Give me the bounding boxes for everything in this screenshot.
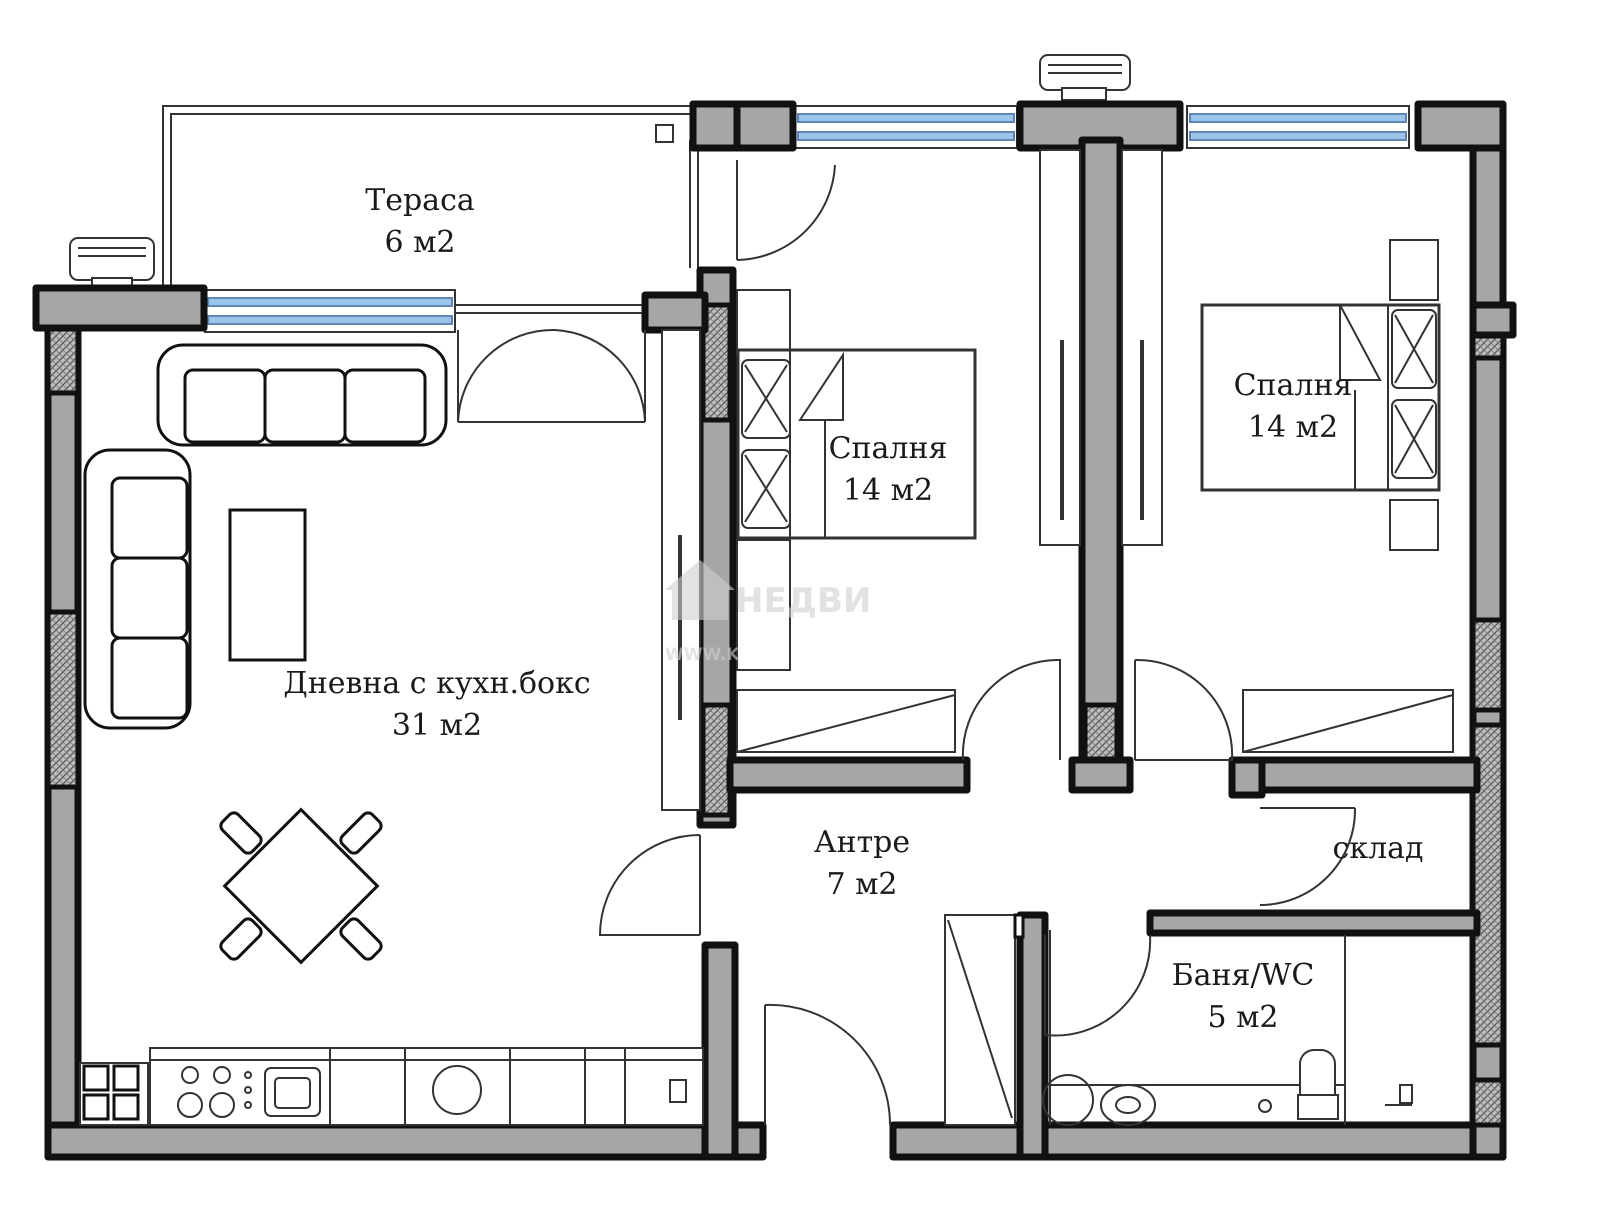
room-label-terrace: Тераса 6 м2 xyxy=(365,183,475,260)
window-living xyxy=(204,289,456,333)
ac-unit-left-icon xyxy=(69,237,155,291)
terrace-door-swing-left xyxy=(457,328,556,423)
room-name: склад xyxy=(1333,831,1424,866)
watermark-logo: НЕДВИ WWW.K xyxy=(665,560,871,665)
terrace-post xyxy=(655,124,674,143)
room-label-bedroom1: Спалня 14 м2 xyxy=(829,431,948,508)
room-area: 7 м2 xyxy=(826,867,897,902)
doors xyxy=(457,160,1357,1126)
window-bedroom2 xyxy=(1186,105,1410,149)
ac-unit-top-icon xyxy=(1039,54,1131,101)
wardrobe-bedroom1-icon xyxy=(661,329,956,811)
walls xyxy=(32,100,1517,1161)
bed-bedroom2-icon xyxy=(1200,239,1441,551)
room-area: 6 м2 xyxy=(384,225,455,260)
room-name: Антре xyxy=(814,825,910,860)
room-label-storage: склад xyxy=(1333,831,1424,866)
room-name: Спалня xyxy=(829,431,948,466)
bed-bedroom1-icon xyxy=(736,289,977,671)
wardrobe-bedroom2-icon xyxy=(1242,689,1454,753)
bathroom-fixtures-icon xyxy=(944,913,1413,1126)
room-label-bedroom2: Спалня 14 м2 xyxy=(1234,368,1353,445)
room-label-hall: Антре 7 м2 xyxy=(814,825,910,902)
room-area: 14 м2 xyxy=(843,473,933,508)
room-name: Тераса xyxy=(365,183,475,218)
dining-table-icon xyxy=(219,807,383,965)
room-name: Баня/WC xyxy=(1172,958,1315,993)
terrace-door-frame-sides xyxy=(457,330,646,422)
room-area: 31 м2 xyxy=(392,708,482,743)
window-bedroom1 xyxy=(794,105,1018,149)
room-area: 14 м2 xyxy=(1248,410,1338,445)
room-name: Спалня xyxy=(1234,368,1353,403)
sofa-icon xyxy=(83,343,448,730)
room-area: 5 м2 xyxy=(1207,1000,1278,1035)
coffee-table xyxy=(228,508,307,662)
terrace-door-frame xyxy=(455,304,648,314)
room-label-living: Дневна с кухн.бокс 31 м2 xyxy=(283,666,590,743)
watermark-line1: НЕДВИ xyxy=(735,581,871,621)
room-name: Дневна с кухн.бокс xyxy=(283,666,590,701)
kitchen-counter-icon xyxy=(79,1047,704,1126)
watermark-line2: WWW.K xyxy=(665,645,740,665)
terrace-door-swing-right xyxy=(554,329,646,423)
wardrobe-center-icon xyxy=(1039,149,1163,546)
room-label-bathroom: Баня/WC 5 м2 xyxy=(1172,958,1315,1035)
